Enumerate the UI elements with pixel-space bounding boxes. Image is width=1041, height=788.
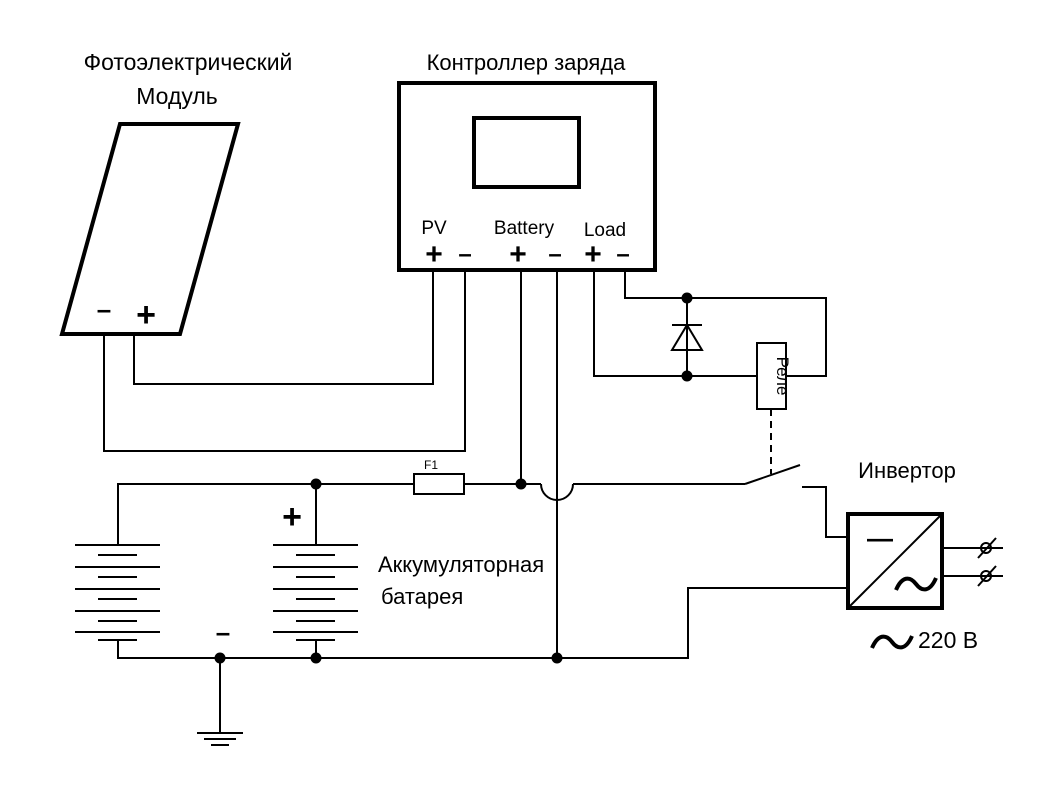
inverter-title: Инвертор — [858, 458, 956, 483]
junction-ground — [214, 652, 226, 664]
junction-diode-bottom — [681, 370, 693, 382]
pv-module-title-line2: Модуль — [136, 83, 218, 109]
relay-switch-contact — [744, 464, 801, 485]
pv-module-plus-terminal: + — [136, 296, 156, 334]
battery-minus-terminal: – — [548, 241, 561, 268]
inverter-box — [846, 512, 944, 610]
junction-diode-top — [681, 292, 693, 304]
output-terminal-1 — [977, 537, 997, 559]
wire-switch-to-inverter — [802, 486, 848, 538]
battery-minus-sign: – — [216, 617, 230, 647]
pv-minus-terminal: – — [458, 241, 471, 268]
pv-plus-terminal: + — [425, 238, 443, 271]
junction-controller-battery-minus — [551, 652, 563, 664]
output-terminal-2 — [977, 565, 997, 587]
load-plus-terminal: + — [584, 238, 602, 271]
ground-symbol — [197, 732, 243, 746]
terminal-label-battery: Battery — [494, 218, 555, 239]
terminal-label-load: Load — [584, 220, 626, 241]
pv-module-title-line1: Фотоэлектрический — [84, 49, 293, 75]
battery-label-line1: Аккумуляторная — [378, 552, 544, 577]
charge-controller-display — [472, 116, 581, 189]
wire-load-plus — [593, 270, 757, 377]
wire-battery-minus-bus — [117, 587, 848, 659]
inverter-dc-symbol: — — [867, 523, 893, 553]
wire-load-minus — [624, 270, 827, 377]
junction-battery-plus — [310, 478, 322, 490]
terminal-label-pv: PV — [421, 218, 447, 239]
inverter-ac-symbol — [894, 576, 938, 592]
output-voltage-label: 220 В — [918, 627, 978, 653]
battery-cell-stack-1 — [75, 544, 160, 641]
pv-module-panel — [59, 122, 241, 336]
battery-label-line2: батарея — [381, 584, 463, 609]
charge-controller-box — [397, 81, 657, 272]
battery-plus-sign: + — [282, 498, 302, 536]
pv-module-minus-terminal: – — [97, 294, 111, 324]
inverter-diagonal — [847, 513, 943, 609]
diode-symbol — [670, 323, 704, 351]
junction-controller-battery-plus — [515, 478, 527, 490]
wire-pv-plus — [133, 270, 434, 385]
relay-label: Реле — [773, 357, 792, 396]
charge-controller-title: Контроллер заряда — [427, 50, 627, 75]
fuse-f1 — [413, 473, 465, 495]
load-minus-terminal: – — [616, 241, 629, 268]
battery-plus-terminal: + — [509, 238, 527, 271]
ac-tilde-symbol — [870, 634, 914, 650]
wire-pv-minus — [103, 270, 466, 452]
wire-battery-plus-left — [117, 483, 414, 545]
battery-cell-stack-2 — [273, 544, 358, 641]
fuse-f1-label: F1 — [424, 458, 438, 472]
junction-battery2-minus — [310, 652, 322, 664]
